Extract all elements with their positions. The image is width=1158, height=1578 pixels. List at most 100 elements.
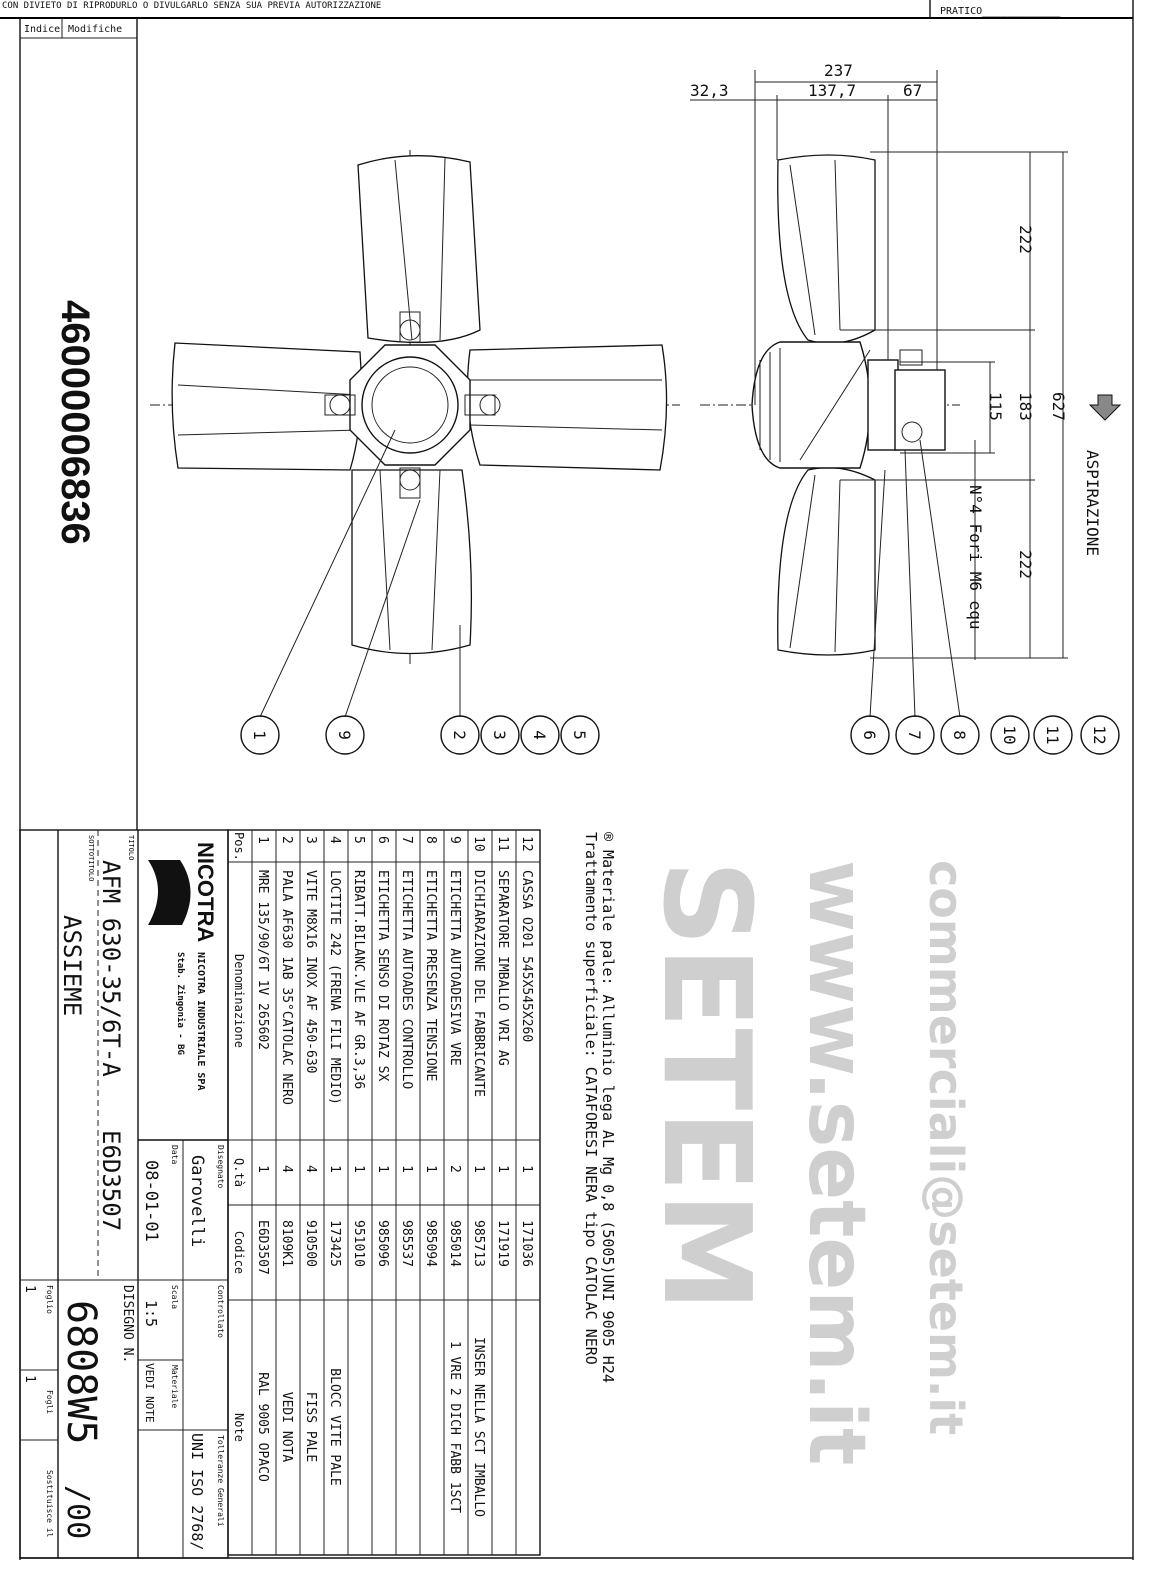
balloon-circle bbox=[325, 715, 365, 755]
balloon-circle bbox=[895, 715, 935, 755]
drawn-by: Garovelli bbox=[187, 1155, 207, 1247]
bom-cell-name: VITE M8X16 INOX AF 450-630 bbox=[303, 870, 318, 1074]
watermark-url: www.setem.it bbox=[791, 860, 881, 1465]
bom-cell-name: CASSA O201 545X545X260 bbox=[519, 870, 534, 1042]
material-value: VEDI NOTE bbox=[143, 1363, 156, 1423]
drawing-revision: /00 bbox=[60, 1485, 95, 1539]
bom-cell-qty: 1 bbox=[375, 1165, 390, 1173]
scale-label: Scala bbox=[170, 1285, 179, 1309]
watermark-email: commerciali@setem.it bbox=[919, 860, 973, 1435]
bom-cell-pos: 9 bbox=[447, 836, 462, 844]
dim-blade-upper: 222 bbox=[1016, 225, 1035, 254]
balloon-circle bbox=[560, 715, 600, 755]
balloon-11: 11 bbox=[1033, 715, 1073, 755]
copyright-notice: CON DIVIETO DI RIPRODURLO O DIVULGARLO S… bbox=[2, 1, 381, 11]
sheet-label: Foglio bbox=[45, 1285, 54, 1314]
bom-cell-name: SEPARATORE IMBALLO VRI AG bbox=[495, 870, 510, 1066]
bom-cell-name: ETICHETTA SENSO DI ROTAZ SX bbox=[375, 870, 390, 1081]
bom-header-pos: Pos. bbox=[232, 832, 246, 861]
airflow-arrow-icon bbox=[1088, 394, 1122, 421]
watermark-brand: SETEM bbox=[636, 860, 775, 1312]
balloon-circle bbox=[940, 715, 980, 755]
bom-cell-code: 173425 bbox=[327, 1220, 342, 1267]
date-value: 08-01-01 bbox=[141, 1160, 161, 1242]
bom-cell-code: 171036 bbox=[519, 1220, 534, 1267]
balloon-circle bbox=[440, 715, 480, 755]
airflow-label: ASPIRAZIONE bbox=[1083, 450, 1102, 556]
bom-header-name: Denominazione bbox=[232, 954, 246, 1048]
sheets-value: 1 bbox=[22, 1375, 37, 1383]
bom-cell-pos: 1 bbox=[255, 836, 270, 844]
drawing-number-label: DISEGNO N. bbox=[120, 1285, 135, 1363]
bom-cell-name: LOCTITE 242 (FRENA FILI MEDIO) bbox=[327, 870, 342, 1105]
balloon-circle bbox=[990, 715, 1030, 755]
fan-side-view bbox=[700, 154, 960, 656]
bom-cell-code: 985014 bbox=[447, 1220, 462, 1267]
bom-cell-qty: 1 bbox=[471, 1165, 486, 1173]
balloon-circle bbox=[850, 715, 890, 755]
leader-lines bbox=[259, 429, 961, 718]
balloon-circle bbox=[1080, 715, 1120, 755]
bom-cell-code: 985713 bbox=[471, 1220, 486, 1267]
balloon-number: 9 bbox=[335, 730, 354, 740]
bom-cell-note: BLOCC VITE PALE bbox=[327, 1368, 342, 1485]
bom-cell-code: E6D3507 bbox=[255, 1220, 270, 1275]
note-treatment: Trattamento superficiale: CATAFORESI NER… bbox=[582, 832, 600, 1365]
bom-cell-qty: 1 bbox=[351, 1165, 366, 1173]
bom-cell-pos: 2 bbox=[279, 836, 294, 844]
balloon-12: 12 bbox=[1080, 715, 1120, 755]
bom-cell-pos: 6 bbox=[375, 836, 390, 844]
bom-cell-name: MRE 135/90/6T 1V 265602 bbox=[255, 870, 270, 1050]
subtitle-label: SOTTOTITOLO bbox=[87, 835, 95, 881]
bom-cell-pos: 12 bbox=[519, 836, 534, 852]
checked-label: Controllato bbox=[216, 1285, 225, 1338]
revision-changes-label: Modifiche bbox=[68, 24, 122, 35]
bom-cell-name: DICHIARAZIONE DEL FABBRICANTE bbox=[471, 870, 486, 1097]
bom-cell-code: 985094 bbox=[423, 1220, 438, 1267]
dim-blade-lower: 222 bbox=[1016, 550, 1035, 579]
note-material: ® Materiale pale: Alluminio lega AL Mg 0… bbox=[599, 832, 617, 1383]
balloon-number: 3 bbox=[490, 730, 509, 740]
title-label: TITOLO bbox=[127, 835, 135, 860]
bom-header-note: Note bbox=[232, 1413, 246, 1442]
bom-cell-qty: 1 bbox=[255, 1165, 270, 1173]
balloon-10: 10 bbox=[990, 715, 1030, 755]
company-name: NICOTRA INDUSTRIALE SPA bbox=[195, 952, 206, 1090]
dimension-lines bbox=[690, 70, 1068, 660]
dim-mount: 115 bbox=[986, 392, 1005, 421]
bom-cell-code: 951010 bbox=[351, 1220, 366, 1267]
nicotra-logo: NICOTRA bbox=[148, 842, 218, 942]
bom-header-code: Codice bbox=[232, 1231, 246, 1274]
balloon-2: 2 bbox=[440, 715, 480, 755]
title-block: NICOTRA NICOTRA INDUSTRIALE SPA Stab. Zi… bbox=[19, 829, 229, 1559]
balloon-number: 4 bbox=[530, 730, 549, 740]
balloon-number: 5 bbox=[570, 730, 589, 740]
date-label: Data bbox=[170, 1145, 179, 1164]
bom-cell-code: 910500 bbox=[303, 1220, 318, 1267]
drawing-subtitle: ASSIEME bbox=[58, 915, 86, 1016]
balloon-number: 7 bbox=[905, 730, 924, 740]
part-number: 46000006836 bbox=[53, 300, 97, 545]
bom-cell-qty: 4 bbox=[303, 1165, 318, 1173]
bom-cell-name: ETICHETTA AUTOADESIVA VRE bbox=[447, 870, 462, 1066]
bom-cell-pos: 8 bbox=[423, 836, 438, 844]
holes-note: N°4 Fori M6 equ bbox=[966, 485, 985, 630]
balloon-7: 7 bbox=[895, 715, 935, 755]
bom-cell-note: RAL 9005 OPACO bbox=[255, 1372, 270, 1482]
dim-middle: 137,7 bbox=[808, 81, 856, 100]
bom-cell-name: ETICHETTA AUTOADES CONTROLLO bbox=[399, 870, 414, 1089]
balloon-number: 11 bbox=[1043, 725, 1062, 744]
